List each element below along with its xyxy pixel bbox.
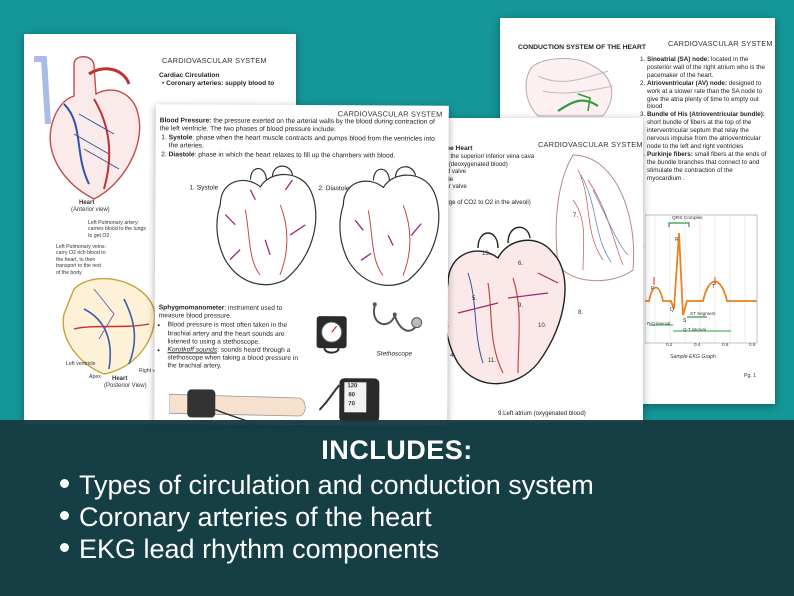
apex-label: Apex [89, 374, 101, 380]
label-6: 6. [518, 261, 524, 267]
label-5: 5. [472, 296, 478, 302]
ekg-t-label: T [712, 284, 716, 290]
conduction-list: Sinoatrial (SA) node: located in the pos… [638, 56, 768, 183]
diastole-heart-illustration [339, 166, 440, 286]
label-8: 8. [578, 310, 584, 316]
arm-cuff-illustration [169, 389, 306, 426]
section-title: The Heart [442, 145, 473, 152]
section-title: CONDUCTION SYSTEM OF THE HEART [518, 44, 647, 51]
ekg-r-label: R [675, 237, 679, 243]
bp-definition: Blood Pressure: the pressure exerted on … [160, 117, 438, 160]
anterior-view-label: (Anterior view) [71, 207, 110, 213]
bullet-dot-icon [60, 479, 69, 489]
worksheet-page-blood-pressure: CARDIOVASCULAR SYSTEM Blood Pressure: th… [154, 104, 449, 426]
sphyg-definition: Sphygmomanometer: instrument used to mea… [158, 304, 308, 371]
includes-title: INCLUDES: [321, 435, 473, 465]
page-number: Pg. 1 [744, 373, 757, 379]
worksheet-page-heart-flow: CARDIOVASCULAR SYSTEM The Heart gh the s… [438, 118, 643, 423]
page-header: CARDIOVASCULAR SYSTEM [162, 56, 267, 65]
heart-posterior-illustration [62, 277, 156, 375]
pulmonary-veins-note: Left Pulmonary veins: carry O2 rich bloo… [56, 244, 106, 276]
includes-bullet-2: Coronary arteries of the heart [60, 502, 432, 532]
ekg-st-label: ST Segment [690, 311, 716, 316]
bullet-dot-icon [60, 543, 69, 553]
ekg-pr-label: P-Q interval [647, 321, 671, 326]
diastole-item: Diastole: phase in which the heart relax… [169, 151, 438, 161]
stethoscope-icon [372, 302, 423, 332]
sa-node-item: Sinoatrial (SA) node: located in the pos… [647, 56, 768, 80]
ekg-tick-1: 0.2 [666, 342, 673, 347]
heart-flow-illustration [444, 226, 566, 385]
ekg-tick-3: 0.6 [722, 342, 729, 347]
label-9: 9. [518, 303, 524, 309]
heart-conduction-illustration [525, 58, 614, 117]
bp-monitor-icon [319, 378, 380, 423]
bullet-dot-icon [60, 511, 69, 521]
purkinje-item: Purkinje fibers: small fibers at the end… [647, 151, 768, 183]
ekg-s-label: S [683, 318, 687, 324]
pulmonary-artery-note: Left Pulmonary artery: carries blood to … [88, 220, 146, 239]
label-7: 7. [573, 213, 579, 219]
bundle-his-item: Bundle of His (Atrioventricular bundle):… [647, 111, 768, 151]
bullet-text: • Coronary arteries: supply blood to [162, 80, 275, 87]
posterior-view-label: (Posterior View) [104, 383, 147, 389]
sphyg-bullet: Blood pressure is most often taken in th… [168, 322, 309, 347]
includes-bullet-3: EKG lead rhythm components [60, 534, 439, 564]
sphygmomanometer-icon [316, 316, 347, 354]
heart-anterior-illustration [34, 56, 141, 200]
monitor-pulse: 70 [348, 401, 355, 408]
includes-banner [0, 420, 794, 596]
ekg-q-label: Q [670, 307, 674, 313]
page-header: CARDIOVASCULAR SYSTEM [538, 140, 643, 149]
label-11: 11. [488, 358, 496, 364]
heart-anterior-label: Heart [79, 200, 95, 206]
right-ventricle-label: Right ve [139, 368, 159, 374]
page-header: CARDIOVASCULAR SYSTEM [668, 39, 773, 48]
monitor-diastolic: 80 [348, 392, 356, 399]
left-ventricle-label: Left ventricle [66, 361, 96, 367]
lungs-illustration [555, 154, 635, 282]
flow-list-bottom: 9.Left atrium (oxygenated blood) [498, 410, 586, 417]
ekg-p-label: P [651, 286, 655, 292]
ekg-graph [645, 214, 758, 344]
heart-posterior-label: Heart [112, 376, 128, 382]
ekg-tick-2: 0.4 [694, 342, 701, 347]
section-title: Cardiac Circulation [159, 72, 220, 79]
korotkoff-bullet: Korotkoff sounds: sounds heard through a… [167, 346, 308, 371]
label-4: 4. [450, 353, 456, 359]
label-10: 10. [538, 323, 547, 329]
ekg-tick-4: 0.8 [749, 342, 756, 347]
ekg-caption: Sample EKG Graph [670, 354, 716, 360]
systole-item: Systole: phase when the heart muscle con… [169, 134, 438, 152]
ekg-qt-label: Q-T interval [683, 327, 706, 332]
av-node-item: Atrioventricular (AV) node: designed to … [647, 80, 768, 112]
systole-heart-illustration [216, 165, 317, 286]
label-13: 13. [482, 251, 491, 257]
ekg-qrs-label: QRS Complex [672, 216, 703, 221]
includes-bullet-1: Types of circulation and conduction syst… [60, 470, 594, 500]
stethoscope-label: Stethoscope [376, 350, 413, 358]
monitor-systolic: 120 [347, 383, 358, 390]
